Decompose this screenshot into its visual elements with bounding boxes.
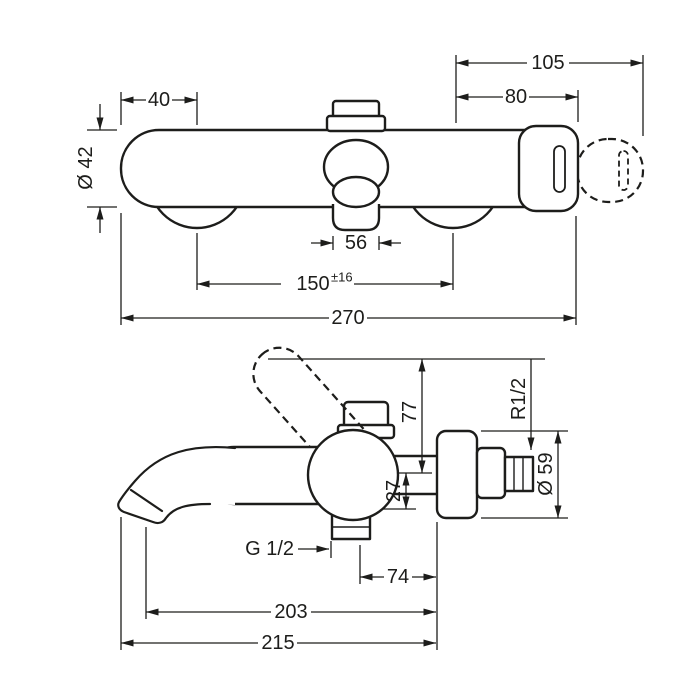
- spout-outline: [117, 445, 237, 525]
- s-connector: [475, 446, 507, 500]
- dim-escutcheon-diameter: Ø 59: [481, 430, 568, 519]
- dim-handle-depth-label: 105: [531, 52, 564, 74]
- dim-mount-centers: 150 ±16: [196, 233, 454, 295]
- dim-mount-centers-label: 150: [296, 273, 329, 295]
- dim-edge-to-mount: 40: [120, 89, 198, 125]
- dim-handle-width: 80: [456, 86, 579, 122]
- dim-spout-width: 56: [311, 232, 401, 254]
- handle-swing-outline: [575, 137, 645, 204]
- spout-fill: [118, 447, 235, 523]
- dim-reach-215-label: 215: [261, 632, 294, 654]
- spout-rim-line: [129, 488, 164, 513]
- dim-spout-width-label: 56: [345, 232, 367, 254]
- dim-handle-depth: 105: [455, 52, 644, 136]
- handle: [517, 124, 580, 213]
- dim-inlet-thread-label: R1/2: [508, 378, 530, 420]
- dim-outlet-to-wall: 74: [359, 545, 436, 588]
- dim-escutcheon-diameter-label: Ø 59: [535, 452, 557, 495]
- spout-outlet: [331, 204, 381, 232]
- thread-pipe: [503, 455, 535, 493]
- dim-hose-thread: G 1/2: [245, 538, 332, 560]
- dim-reach-203: 203: [145, 527, 436, 623]
- dim-outlet-to-wall-label: 74: [387, 566, 409, 588]
- handle-slot: [553, 145, 566, 193]
- dim-hose-thread-label: G 1/2: [245, 538, 294, 560]
- handle-swing-slot: [618, 150, 629, 191]
- dim-handle-width-label: 80: [505, 86, 527, 108]
- front-view: Ø 42 40 105 80: [75, 52, 645, 329]
- dim-reach-203-label: 203: [274, 601, 307, 623]
- side-view: 77 27 R1/2 Ø 59 G 1/2: [117, 346, 568, 654]
- aerator: [331, 175, 381, 209]
- dim-outlet-offset: 27: [382, 473, 416, 510]
- dim-overall-width-label: 270: [331, 307, 364, 329]
- dim-body-diameter-label: Ø 42: [75, 146, 97, 189]
- dim-outlet-offset-label: 27: [383, 480, 405, 502]
- dim-body-diameter: Ø 42: [75, 104, 117, 233]
- dim-reach-215: 215: [120, 517, 436, 654]
- wall-plate: [435, 429, 479, 520]
- control-dial: [306, 428, 400, 522]
- dim-edge-to-mount-label: 40: [148, 89, 170, 111]
- dim-lever-height-label: 77: [399, 401, 421, 423]
- dim-overall-width: 270: [120, 213, 577, 329]
- dim-mount-centers-tolerance: ±16: [331, 270, 353, 285]
- diverter-base: [325, 114, 387, 133]
- dim-inlet-thread: R1/2: [508, 359, 535, 450]
